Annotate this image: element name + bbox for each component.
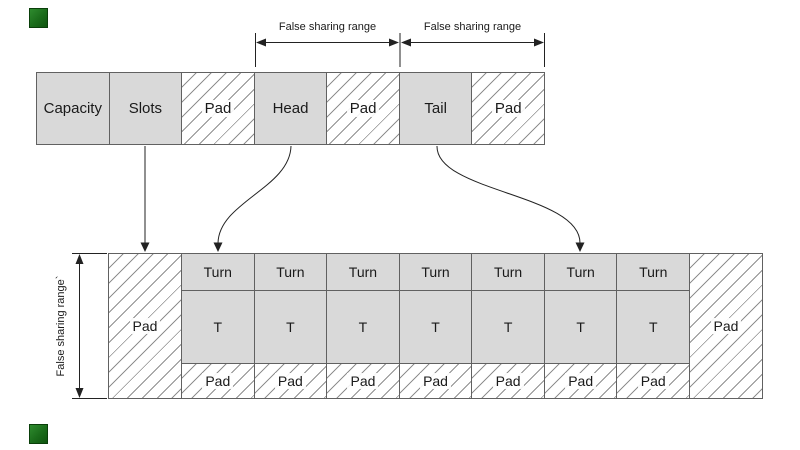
field-cell-slots: Slots <box>109 73 183 144</box>
left-dimension-arrowheads <box>75 254 84 398</box>
turn-cell: Turn <box>327 254 399 291</box>
t-label: T <box>576 319 585 335</box>
turn-label: Turn <box>348 264 378 280</box>
field-label: Tail <box>424 100 447 117</box>
pad-cell: Pad <box>399 364 472 398</box>
t-label: T <box>286 319 295 335</box>
slot-column-5: Turn T Pad <box>472 254 545 398</box>
slots-pad-left: Pad <box>109 254 182 398</box>
t-cell: T <box>617 291 690 364</box>
slot-column-6: Turn T Pad <box>544 254 618 398</box>
turn-cell: Turn <box>472 254 544 291</box>
turn-cell: Turn <box>182 254 254 291</box>
pad-cell: Pad <box>544 364 617 398</box>
false-sharing-range-label-vertical: False sharing range` <box>55 275 67 377</box>
pad-label: Pad <box>710 317 742 335</box>
pad-cell: Pad <box>327 364 399 398</box>
turn-label: Turn <box>203 264 232 280</box>
turn-cell: Turn <box>617 254 690 291</box>
t-label: T <box>431 319 440 335</box>
pad-label: Pad <box>347 372 379 390</box>
t-cell: T <box>399 291 472 364</box>
t-label: T <box>213 319 223 335</box>
pad-cell: Pad <box>182 364 254 398</box>
t-label: T <box>503 319 513 335</box>
pad-label: Pad <box>202 372 234 390</box>
pad-cell: Pad <box>472 364 544 398</box>
slots-pad-right: Pad <box>689 254 762 398</box>
t-label: T <box>358 319 368 335</box>
field-label: Slots <box>128 100 163 117</box>
field-label: Pad <box>201 99 235 118</box>
t-label: T <box>648 319 658 335</box>
pad-label: Pad <box>129 317 161 335</box>
pad-label: Pad <box>565 372 597 390</box>
field-label: Pad <box>346 99 380 118</box>
slot-columns: Turn T Pad Turn T Pad Turn T Pad Turn T … <box>182 254 690 398</box>
top-dimension-lines <box>255 33 545 67</box>
pad-label: Pad <box>274 372 306 390</box>
slots-array: Pad Turn T Pad Turn T Pad Turn T Pad Tur… <box>108 253 763 399</box>
false-sharing-range-label-head: False sharing range <box>278 21 377 33</box>
field-cell-pad-3: Pad <box>472 73 545 144</box>
field-cell-pad-2: Pad <box>327 73 400 144</box>
pad-cell: Pad <box>617 364 690 398</box>
turn-label: Turn <box>493 264 523 280</box>
slot-column-4: Turn T Pad <box>399 254 473 398</box>
turn-label: Turn <box>639 264 668 280</box>
field-label: Capacity <box>43 100 102 117</box>
slot-column-1: Turn T Pad <box>182 254 255 398</box>
field-label: Head <box>272 100 309 117</box>
t-cell: T <box>254 291 327 364</box>
field-cell-tail: Tail <box>399 73 473 144</box>
t-cell: T <box>182 291 254 364</box>
struct-fields-row: Capacity Slots Pad Head Pad Tail Pad <box>36 72 545 145</box>
slot-column-3: Turn T Pad <box>327 254 400 398</box>
field-cell-pad-1: Pad <box>182 73 255 144</box>
t-cell: T <box>472 291 544 364</box>
field-cell-head: Head <box>254 73 328 144</box>
turn-label: Turn <box>276 264 305 280</box>
top-dimension-arrowheads <box>256 38 544 47</box>
selection-handle-top[interactable] <box>29 8 48 28</box>
field-cell-capacity: Capacity <box>37 73 110 144</box>
connector-arrowheads <box>140 242 585 252</box>
t-cell: T <box>327 291 399 364</box>
turn-cell: Turn <box>399 254 472 291</box>
pad-label: Pad <box>492 372 524 390</box>
tail-arrow <box>436 145 581 244</box>
turn-label: Turn <box>566 264 595 280</box>
pad-cell: Pad <box>254 364 327 398</box>
slot-column-2: Turn T Pad <box>254 254 328 398</box>
field-label: Pad <box>491 99 525 118</box>
t-cell: T <box>544 291 617 364</box>
slot-column-7: Turn T Pad <box>617 254 690 398</box>
turn-label: Turn <box>421 264 450 280</box>
pad-label: Pad <box>420 372 451 390</box>
turn-cell: Turn <box>254 254 327 291</box>
head-arrow <box>217 145 292 244</box>
left-dimension-lines <box>72 253 107 399</box>
turn-cell: Turn <box>544 254 617 291</box>
false-sharing-range-label-tail: False sharing range <box>423 21 522 33</box>
pad-label: Pad <box>637 372 669 390</box>
selection-handle-bottom[interactable] <box>29 424 48 444</box>
